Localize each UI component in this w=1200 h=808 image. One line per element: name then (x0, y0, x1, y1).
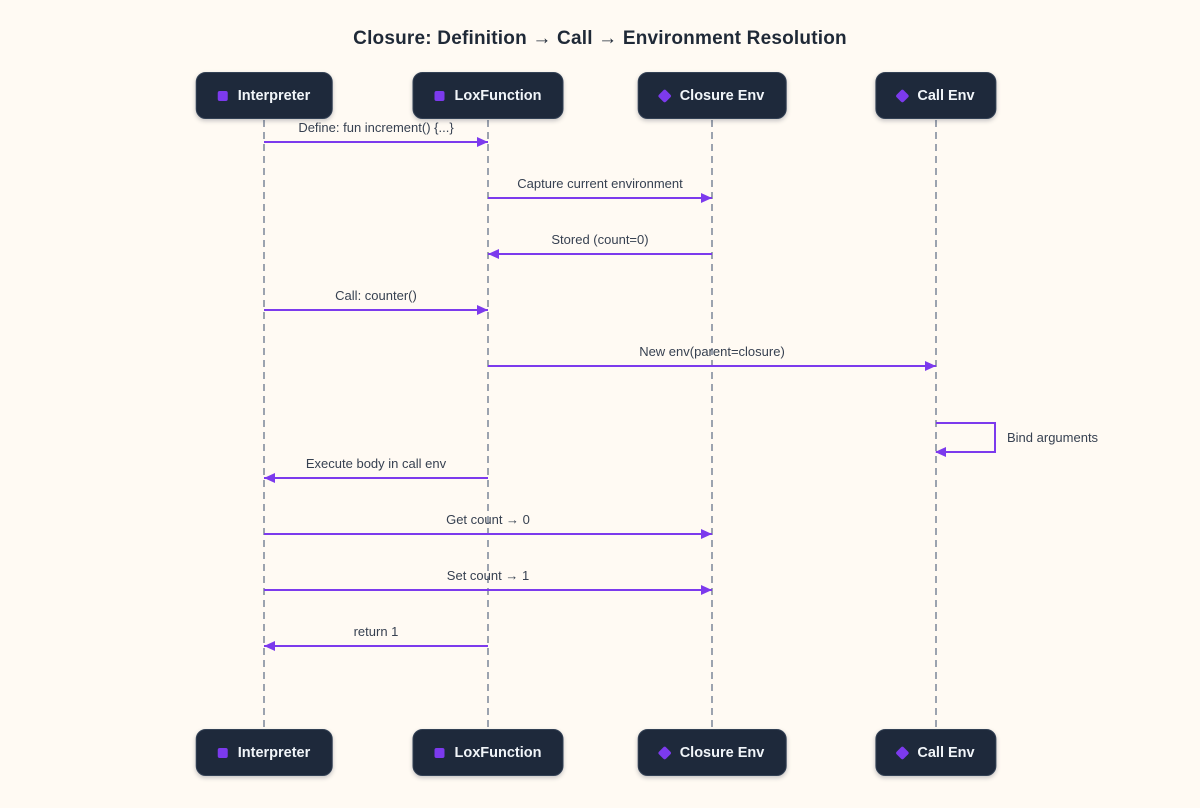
message-label: Get count → 0 (446, 512, 530, 527)
message-return-1: return 1 (264, 623, 488, 651)
actor-bottom-call-env: Call Env (875, 729, 997, 776)
message-label: return 1 (353, 624, 399, 639)
arrowhead-left-icon (935, 447, 946, 457)
arrowhead-left-icon (264, 641, 275, 651)
lifeline-call-env (935, 120, 937, 729)
actor-name: Call Env (917, 87, 975, 104)
message-arrow (488, 249, 712, 259)
diamond-icon (657, 745, 672, 760)
message-call-counter: Call: counter() (264, 287, 488, 315)
message-label: Set count → 1 (446, 568, 530, 583)
actor-name: Interpreter (237, 744, 311, 761)
arrowhead-left-icon (488, 249, 499, 259)
message-stored-count: Stored (count=0) (488, 231, 712, 259)
actor-name: Closure Env (679, 87, 765, 104)
message-arrow (264, 585, 712, 595)
message-label: Bind arguments (1007, 430, 1099, 445)
actor-top-call-env: Call Env (875, 72, 997, 119)
message-arrow (488, 193, 712, 203)
actor-top-loxfunction: LoxFunction (412, 72, 564, 119)
lifeline-loxfunction (487, 120, 489, 729)
square-icon (434, 90, 445, 101)
arrowhead-right-icon (477, 137, 488, 147)
square-icon (217, 90, 228, 101)
actor-bottom-interpreter: Interpreter (195, 729, 333, 776)
message-arrow (264, 473, 488, 483)
message-arrow (488, 361, 936, 371)
message-get-count: Get count → 0 (264, 511, 712, 539)
diamond-icon (657, 88, 672, 103)
self-message-arrow (935, 422, 996, 457)
message-label: Call: counter() (335, 288, 417, 303)
diamond-icon (895, 745, 910, 760)
arrowhead-right-icon (701, 193, 712, 203)
message-arrow (264, 137, 488, 147)
actor-name: Call Env (917, 744, 975, 761)
actor-top-interpreter: Interpreter (195, 72, 333, 119)
arrowhead-right-icon (701, 529, 712, 539)
square-icon (217, 747, 228, 758)
message-label: Stored (count=0) (551, 232, 649, 247)
diamond-icon (895, 88, 910, 103)
actor-bottom-loxfunction: LoxFunction (412, 729, 564, 776)
arrowhead-left-icon (264, 473, 275, 483)
lifeline-interpreter (263, 120, 265, 729)
message-label: New env(parent=closure) (639, 344, 785, 359)
diagram-title: Closure: Definition → Call → Environment… (353, 28, 847, 49)
actor-bottom-closure-env: Closure Env (637, 729, 787, 776)
message-define-function: Define: fun increment() {...} (264, 119, 488, 147)
lifeline-closure-env (711, 120, 713, 729)
actor-name: Interpreter (237, 87, 311, 104)
arrowhead-right-icon (477, 305, 488, 315)
message-arrow (264, 305, 488, 315)
arrowhead-right-icon (701, 585, 712, 595)
actor-name: LoxFunction (454, 744, 542, 761)
message-arrow (264, 529, 712, 539)
square-icon (434, 747, 445, 758)
message-label: Execute body in call env (305, 456, 447, 471)
message-execute-body: Execute body in call env (264, 455, 488, 483)
actor-top-closure-env: Closure Env (637, 72, 787, 119)
message-new-env: New env(parent=closure) (488, 343, 936, 371)
message-capture-environment: Capture current environment (488, 175, 712, 203)
message-bind-arguments: Bind arguments (935, 422, 1099, 457)
actor-name: LoxFunction (454, 87, 542, 104)
arrowhead-right-icon (925, 361, 936, 371)
message-label: Define: fun increment() {...} (298, 120, 454, 135)
message-arrow (264, 641, 488, 651)
message-set-count: Set count → 1 (264, 567, 712, 595)
actor-name: Closure Env (679, 744, 765, 761)
message-label: Capture current environment (517, 176, 683, 191)
